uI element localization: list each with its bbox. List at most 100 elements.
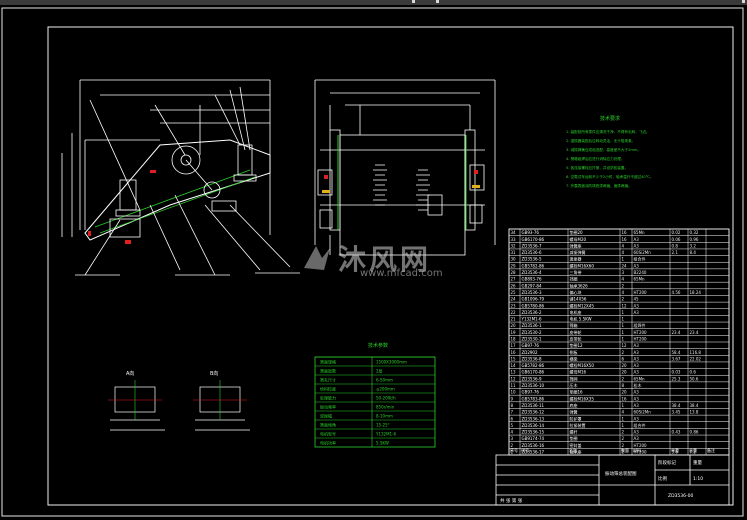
section-label-a: A向	[126, 370, 134, 377]
bom-cell: 16	[622, 237, 628, 242]
stage-label: 阶段标记	[658, 459, 676, 466]
spec-value: ≤200mm	[376, 387, 395, 392]
bom-cell: 3.67	[672, 356, 681, 361]
bom-cell: 0.96	[690, 237, 699, 242]
bom-cell: GB5782-86	[522, 363, 545, 368]
bom-cell: 25	[511, 290, 517, 295]
bom-cell: 20	[511, 323, 517, 328]
bom-cell: ZD3536-15	[522, 430, 545, 435]
bom-cell: A3	[634, 350, 640, 355]
bom-cell: 轴承3626	[570, 282, 589, 288]
title-header-cell: 数量	[621, 447, 629, 453]
sheet-inner-border	[47, 26, 734, 506]
bom-cell: 3	[511, 436, 514, 441]
watermark-brand: 沐风网	[338, 243, 432, 276]
bom-cell: ZD3536-12	[522, 410, 545, 415]
bom-cell: B2240	[634, 270, 647, 275]
bom-cell: 16	[511, 350, 517, 355]
technical-notes: 技术要求	[600, 115, 620, 122]
bom-cell: 垫圈	[570, 435, 578, 441]
bom-cell: 螺杆	[570, 429, 578, 435]
title-header-cell: 总重	[689, 447, 697, 453]
bom-cell: 轴承座	[570, 449, 582, 455]
note-line: 7. 外露表面涂防锈底漆两遍、面漆两遍。	[566, 183, 632, 188]
toolbar-marker	[412, 0, 415, 3]
bom-cell: A3	[634, 370, 640, 375]
bom-cell: 电机 5.5KW	[570, 316, 592, 322]
viewer-toolbar-strip	[0, 0, 747, 5]
bom-cell: 底座	[570, 402, 578, 408]
bom-cell: 8	[511, 403, 514, 408]
note-line: 6. 空载试车运转不少于2小时，轴承温升不超过40℃。	[566, 174, 653, 179]
bom-cell: 24	[511, 297, 517, 302]
bom-cell: A3	[634, 343, 640, 348]
bom-cell: 激振器	[570, 256, 582, 262]
bom-cell: 拉紧装置	[570, 422, 586, 428]
bom-cell: 16	[622, 230, 628, 235]
bom-cell: A3	[634, 303, 640, 308]
bom-cell: ZD3536-6	[522, 250, 542, 255]
bom-cell: 5	[511, 423, 514, 428]
belt	[185, 159, 213, 191]
spec-value: 850r/min	[376, 405, 395, 410]
scale-value: 1:10	[693, 476, 703, 482]
spec-param: 双振幅	[320, 413, 332, 419]
title-block-border	[495, 454, 730, 506]
note-line: 3. 减振弹簧应成组选配，高度差不大于2mm。	[566, 147, 641, 152]
bom-cell: A3	[634, 310, 640, 315]
bom-cell: 2	[622, 443, 625, 448]
bom-cell: 22.02	[690, 356, 702, 361]
bom-cell: A3	[634, 356, 640, 361]
bom-cell: HT200	[634, 443, 648, 448]
spec-value: 6-50mm	[376, 378, 393, 383]
spec-param: 筛面规格	[320, 359, 336, 365]
bom-cell: 22	[511, 310, 517, 315]
bom-cell: 1	[622, 257, 625, 262]
screen-box	[84, 139, 271, 241]
bom-cell: 15	[511, 356, 517, 361]
bom-cell: A3	[634, 390, 640, 395]
bom-cell: HT200	[634, 337, 648, 342]
sheet-label: 共 张 第 张	[500, 497, 523, 504]
cad-drawing-canvas[interactable]: 技术要求 1. 装配前所有零件应清洗干净，不得有毛刺、飞边。2. 激振器装配后应…	[0, 5, 747, 520]
exciter-wheel	[171, 145, 201, 175]
bom-cell: A3	[634, 436, 640, 441]
bom-cell: 25.3	[672, 376, 681, 381]
support-front-right	[469, 204, 483, 224]
bom-cell: A3	[634, 403, 640, 408]
bom-cell: 116.8	[690, 350, 702, 355]
bom-cell: ZD2902	[522, 350, 538, 355]
bom-cell: 0.32	[690, 230, 699, 235]
bom-cell: 0.43	[672, 430, 681, 435]
bom-cell: 33	[511, 237, 517, 242]
bom-cell: ZD3536-14	[522, 423, 545, 428]
bom-cell: 0.86	[690, 430, 699, 435]
bom-cell: HT200	[634, 450, 648, 455]
bom-cell: 20	[622, 370, 628, 375]
bom-cell: ZD3530-1	[522, 337, 542, 342]
bom-cell: 三角带	[570, 269, 582, 275]
bom-cell: GB1096-79	[522, 297, 545, 302]
bom-cell: 组合件	[634, 256, 646, 262]
spec-param: 给料粒度	[320, 386, 336, 392]
bom-cell: 65Mn	[634, 230, 646, 235]
bom-cell: 4	[622, 290, 625, 295]
leader	[154, 104, 186, 156]
bom-cell: 13	[511, 370, 517, 375]
bom-cell: 垫圈12	[570, 342, 584, 348]
bom-cell: 0.03	[672, 370, 681, 375]
front-view-colored	[322, 135, 480, 230]
motor-block	[427, 194, 443, 216]
leader	[174, 194, 216, 276]
bom-cell: 65Mn	[634, 277, 646, 282]
bom-cell: 1	[622, 323, 625, 328]
leader	[84, 219, 121, 276]
section-mark	[150, 170, 156, 173]
bom-cell: A3	[634, 363, 640, 368]
title-block-text: 振动筛总装配图 ZD3536-00 阶段标记 重量 比例 1:10 共 张 第 …	[500, 459, 703, 504]
screen-deck-lower	[99, 176, 256, 234]
bom-cell: 垫圈16	[570, 389, 584, 395]
bom-cell: ZD3536-8	[522, 356, 542, 361]
watermark-logo-icon	[304, 246, 330, 270]
